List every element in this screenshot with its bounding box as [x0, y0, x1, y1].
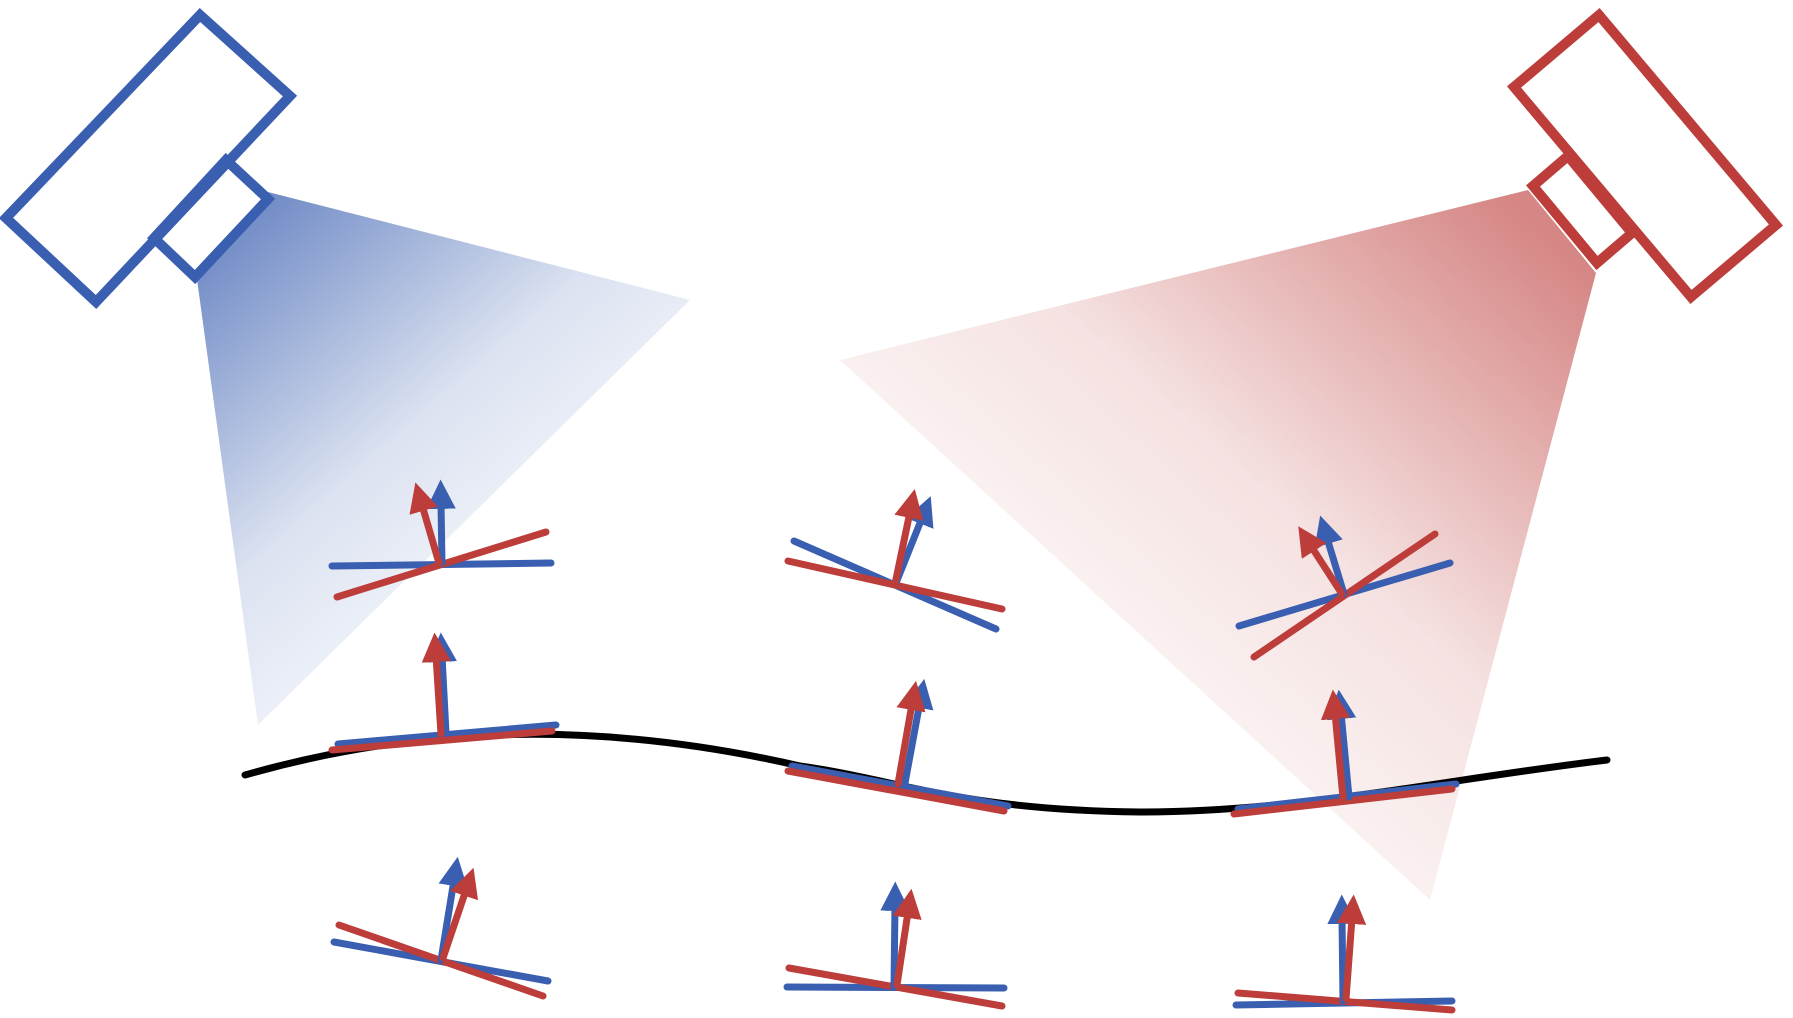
estimate-glyph-8 [783, 881, 1008, 1010]
right-view-cone [840, 190, 1596, 900]
estimate-glyph-6 [1230, 689, 1460, 818]
camera-right-icon [1506, 7, 1784, 305]
estimate-glyph-7 [330, 856, 552, 1000]
estimate-glyph-5 [784, 678, 1012, 815]
estimate-glyph-3 [1235, 515, 1454, 661]
camera-left-icon [0, 8, 298, 310]
left-view-cone [196, 192, 690, 725]
estimate-glyph-4 [328, 632, 560, 754]
estimate-glyph-9 [1232, 894, 1456, 1014]
estimate-glyph-2 [784, 488, 1006, 633]
estimate-glyph-1 [328, 479, 555, 601]
